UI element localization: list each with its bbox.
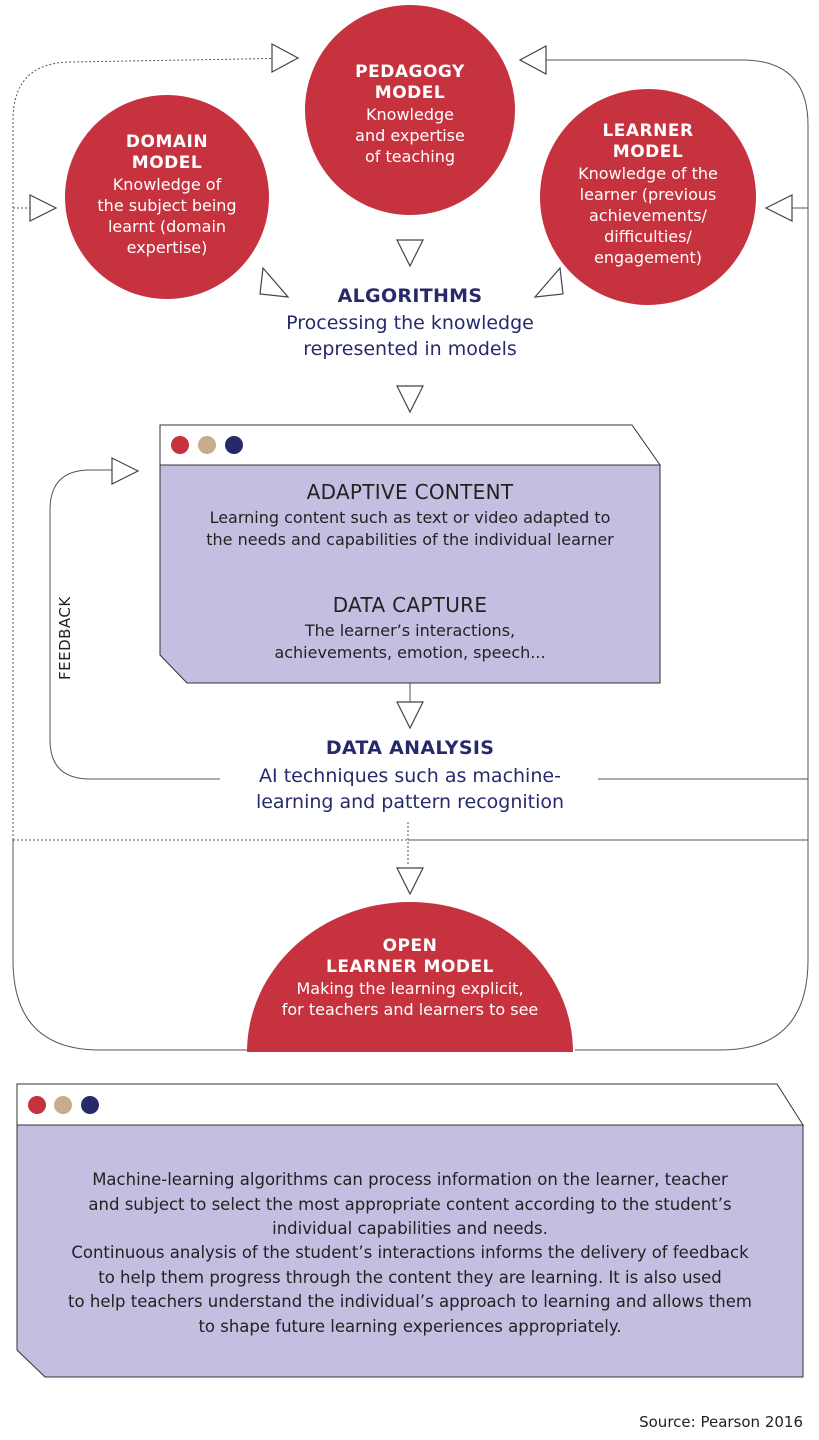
arrow-down-icon [396, 701, 424, 730]
summary-paragraph-1: Machine-learning algorithms can process … [88, 1170, 732, 1238]
feedback-label: FEEDBACK [56, 596, 74, 680]
arrow-down-icon [396, 867, 424, 896]
window-body [159, 464, 661, 684]
outer-loop-bottom-left [12, 840, 250, 1051]
data-capture-title: DATA CAPTURE [332, 593, 488, 617]
arrow-right-icon [111, 457, 140, 485]
outer-loop-solid [520, 59, 809, 1051]
domain-model-title: DOMAIN MODEL [125, 132, 209, 173]
learner-model-circle [540, 89, 756, 305]
arrow-left-icon [764, 194, 793, 222]
summary-window [16, 1083, 804, 1378]
arrow-down-icon [396, 385, 424, 414]
arrow-down-left-icon [533, 266, 564, 298]
open-learner-model-shape [247, 902, 573, 1052]
open-learner-model-text: OPEN LEARNER MODEL Making the learning e… [270, 936, 550, 1020]
window-body [16, 1124, 804, 1378]
pedagogy-model-text: PEDAGOGY MODEL Knowledge and expertise o… [320, 62, 500, 167]
arrow-right-icon [29, 194, 58, 222]
arrow-down-icon [396, 239, 424, 268]
learner-model-title: LEARNER MODEL [602, 121, 694, 162]
window-dot-navy [225, 436, 243, 454]
algorithms-description: Processing the knowledge represented in … [286, 312, 534, 360]
outer-loop-dotted [12, 57, 301, 840]
feedback-loop [49, 469, 220, 780]
window-dot-tan [54, 1096, 72, 1114]
data-capture-description: The learner’s interactions, achievements… [274, 621, 546, 662]
domain-model-text: DOMAIN MODEL Knowledge of the subject be… [82, 132, 252, 258]
learner-model-text: LEARNER MODEL Knowledge of the learner (… [553, 121, 743, 268]
pedagogy-model-title: PEDAGOGY MODEL [355, 62, 465, 103]
data-analysis-title: DATA ANALYSIS [325, 737, 495, 759]
source-credit: Source: Pearson 2016 [639, 1413, 803, 1431]
pedagogy-model-description: Knowledge and expertise of teaching [355, 105, 465, 166]
adaptive-content-description: Learning content such as text or video a… [206, 508, 614, 549]
domain-model-description: Knowledge of the subject being learnt (d… [97, 175, 237, 257]
arrow-down-right-icon [259, 266, 290, 298]
window-dot-red [28, 1096, 46, 1114]
window-dot-tan [198, 436, 216, 454]
arrow-right-icon [271, 42, 300, 74]
window-dot-navy [81, 1096, 99, 1114]
open-learner-model-description: Making the learning explicit, for teache… [281, 979, 539, 1019]
learner-model-description: Knowledge of the learner (previous achie… [578, 164, 718, 267]
pedagogy-model-circle [305, 5, 515, 215]
arrow-left-icon [518, 44, 547, 76]
adaptive-content-title: ADAPTIVE CONTENT [306, 480, 514, 504]
algorithms-title: ALGORITHMS [337, 285, 483, 307]
adaptive-content-window [159, 424, 661, 684]
window-dot-red [171, 436, 189, 454]
summary-paragraph-2: Continuous analysis of the student’s int… [68, 1243, 752, 1336]
domain-model-circle [65, 95, 269, 299]
data-analysis-description: AI techniques such as machine- learning … [255, 765, 565, 813]
open-learner-model-title: OPEN LEARNER MODEL [326, 936, 494, 977]
window-title-bar [16, 1083, 804, 1126]
